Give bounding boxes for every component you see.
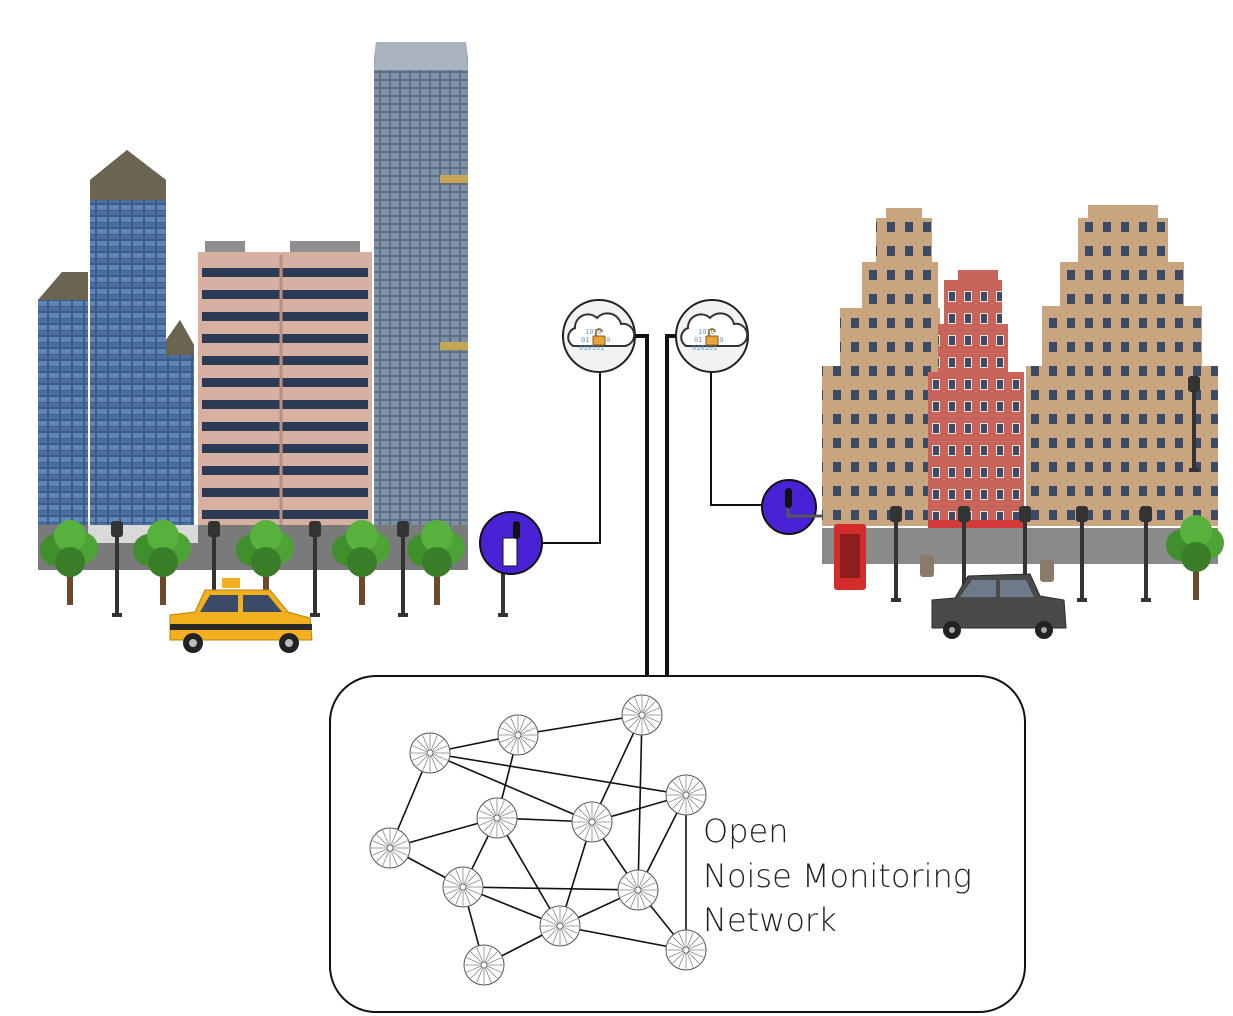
right-street-front — [822, 528, 1218, 564]
network-node — [571, 801, 613, 843]
network-node — [665, 774, 707, 816]
left-sensor-uplink — [542, 372, 601, 544]
network-node — [369, 827, 411, 869]
black-cab — [931, 573, 1067, 639]
right-city-scene — [822, 205, 1224, 639]
network-label-line-3: Network — [703, 901, 837, 939]
network-label-line-1: Open — [703, 812, 788, 850]
network-trunk — [635, 334, 676, 676]
network-node — [621, 694, 663, 736]
network-node — [463, 944, 505, 986]
encrypted-cloud-icon — [562, 299, 636, 373]
network-label-line-2: Noise Monitoring — [703, 857, 972, 895]
left-city-scene — [38, 42, 509, 653]
network-node — [539, 905, 581, 947]
phone-booth — [834, 524, 866, 590]
tan-building-right — [1026, 205, 1218, 526]
left-noise-sensor — [479, 511, 543, 575]
glass-skyscraper — [374, 42, 468, 540]
encrypted-cloud-icon — [675, 299, 749, 373]
yellow-taxi — [169, 578, 313, 653]
network-node — [665, 929, 707, 971]
network-node — [476, 797, 518, 839]
network-node — [442, 866, 484, 908]
right-noise-sensor — [761, 479, 822, 535]
network-node — [409, 732, 451, 774]
network-node — [497, 714, 539, 756]
right-sensor-uplink — [710, 372, 762, 506]
blue-skyscraper — [38, 150, 194, 540]
brick-building — [928, 270, 1024, 534]
tan-building-left — [822, 208, 942, 526]
office-building — [198, 241, 372, 542]
network-node — [617, 869, 659, 911]
network-panel — [329, 675, 1026, 1013]
